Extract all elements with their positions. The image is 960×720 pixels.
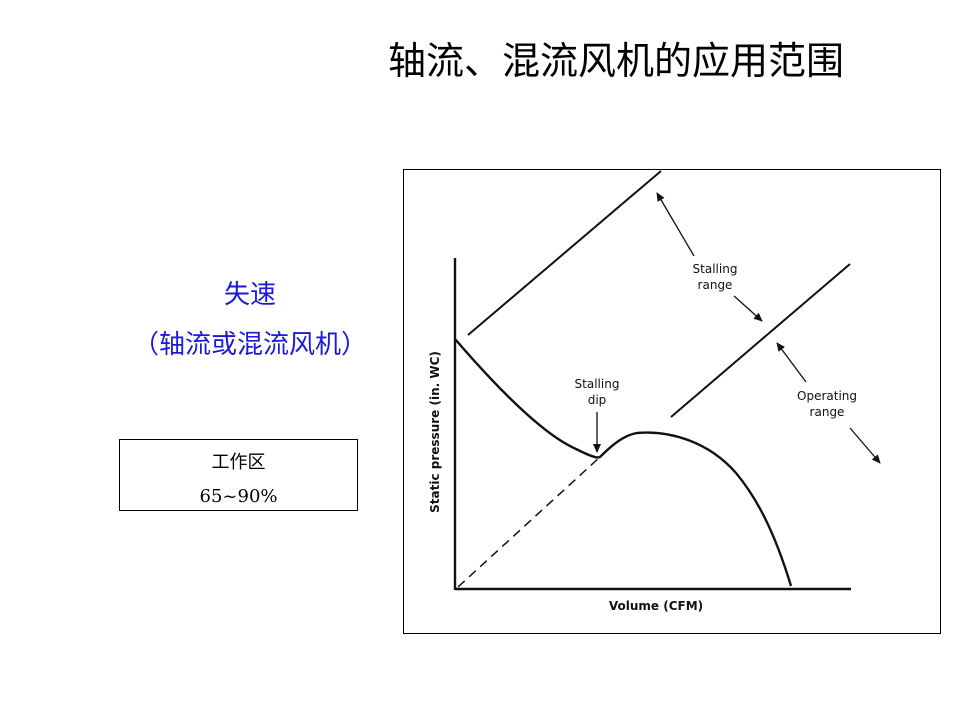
stalling-range-arrow-up [656,192,695,257]
operating-range-arrow-up [776,342,807,383]
work-zone-label: 工作区 [211,452,266,473]
operating-range-label-line2: range [810,405,845,419]
fan-curve-diagram: Stalling range Stalling dip Operating ra… [403,169,941,634]
operating-range-arrow-down [849,427,881,464]
stall-subheading: （轴流或混流风机） [132,330,367,360]
stall-heading: 失速 [223,280,276,310]
stalling-dip-label-line1: Stalling [575,377,620,391]
stall-boundary-lower [670,263,851,418]
stall-boundary-upper [467,170,662,336]
fan-curve-svg: Stalling range Stalling dip Operating ra… [428,170,881,613]
y-axis-label: Static pressure (in. WC) [428,351,442,513]
stalling-dip-label-line2: dip [588,393,607,407]
x-axis-label: Volume (CFM) [609,599,703,613]
stalling-range-label-line2: range [698,278,733,292]
work-zone-value: 65~90% [199,486,278,507]
work-zone-box: 工作区 65~90% [119,439,358,511]
slide-title: 轴流、混流风机的应用范围 [388,39,845,83]
stalling-range-arrow-down [733,295,763,322]
stalling-range-label-line1: Stalling [693,262,738,276]
fan-pressure-curve [454,338,793,587]
system-curve-dashed [457,456,601,588]
operating-range-label-line1: Operating [797,389,857,403]
